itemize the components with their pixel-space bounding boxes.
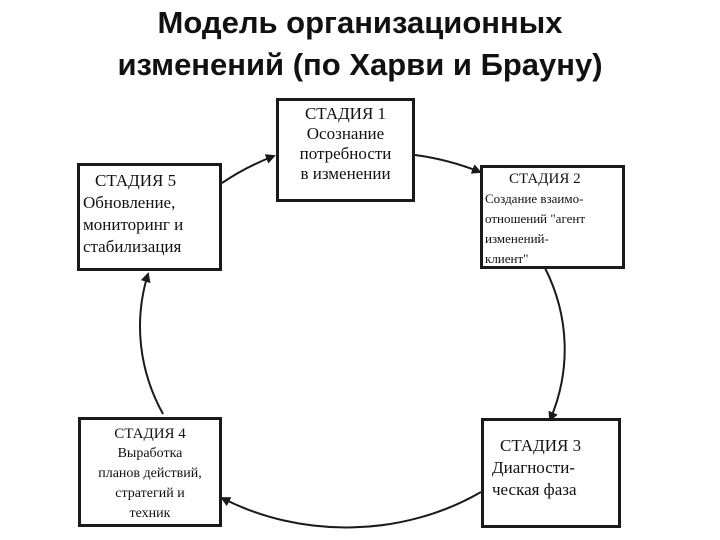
- stage-4-line-3: стратегий и: [115, 486, 185, 501]
- stage-2-line-3: изменений-: [485, 231, 549, 246]
- stage-3-line-1: Диагности-: [492, 458, 575, 477]
- stage-4-box: СТАДИЯ 4 Выработка планов действий, стра…: [78, 417, 222, 527]
- stage-3-line-2: ческая фаза: [492, 480, 577, 499]
- stage-5-line-1: Обновление,: [83, 193, 176, 212]
- title-line-2: изменений (по Харви и Брауну): [117, 47, 603, 82]
- arrow-stage5-to-stage1: [221, 154, 276, 184]
- arrow-stage3-to-stage4: [220, 491, 482, 529]
- stage-5-line-2: мониторинг и: [83, 215, 184, 234]
- stage-5-box: СТАДИЯ 5 Обновление, мониторинг и стабил…: [77, 163, 222, 271]
- stage-5-line-3: стабилизация: [83, 237, 182, 256]
- stage-2-line-4: клиент": [485, 251, 529, 266]
- stage-4-line-4: техник: [129, 506, 171, 521]
- stage-2-line-1: Создание взаимо-: [485, 191, 584, 206]
- arrow-stage1-to-stage2: [414, 154, 482, 174]
- arrow-stage4-to-stage5: [139, 272, 164, 415]
- stage-1-line-1: Осознание: [306, 124, 385, 143]
- stage-1-line-3: в изменении: [300, 164, 391, 183]
- stage-3-box: СТАДИЯ 3 Диагности- ческая фаза: [481, 418, 621, 528]
- stage-3-heading: СТАДИЯ 3: [500, 436, 582, 455]
- stage-5-heading: СТАДИЯ 5: [95, 171, 177, 190]
- stage-1-line-2: потребности: [299, 144, 392, 163]
- stage-4-line-1: Выработка: [117, 446, 183, 461]
- stage-4-heading: СТАДИЯ 4: [114, 426, 186, 442]
- stage-1-box: СТАДИЯ 1 Осознание потребности в изменен…: [276, 98, 415, 202]
- stage-1-heading: СТАДИЯ 1: [304, 104, 387, 123]
- stage-2-heading: СТАДИЯ 2: [509, 171, 581, 187]
- stage-4-line-2: планов действий,: [98, 466, 202, 481]
- arrow-stage2-to-stage3: [544, 267, 566, 422]
- title-line-1: Модель организационных: [157, 5, 563, 40]
- stage-2-line-2: отношений "агент: [485, 211, 586, 226]
- slide-title: Модель организационных изменений (по Хар…: [0, 2, 720, 86]
- stage-2-box: СТАДИЯ 2 Создание взаимо- отношений "аге…: [480, 165, 625, 269]
